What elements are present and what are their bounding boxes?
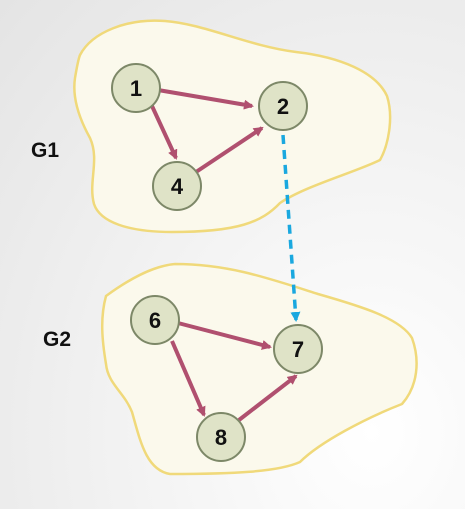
edge-1-to-2 (157, 88, 254, 110)
node-8: 8 (196, 412, 246, 462)
node-7: 7 (273, 324, 323, 374)
edge-4-to-2 (194, 126, 264, 174)
node-label-2: 2 (277, 94, 289, 119)
node-4: 4 (152, 161, 202, 211)
node-2: 2 (258, 81, 308, 131)
node-label-6: 6 (149, 308, 161, 333)
node-label-7: 7 (292, 337, 304, 362)
group-region-g2 (100, 262, 418, 476)
group-label-g1: G1 (31, 139, 59, 162)
edge-1-to-4 (150, 105, 178, 160)
edge-8-to-7 (237, 374, 298, 422)
node-1: 1 (111, 63, 161, 113)
edge-2-to-7-dashed (281, 134, 301, 322)
node-6: 6 (130, 295, 180, 345)
node-label-4: 4 (171, 174, 184, 199)
node-label-1: 1 (130, 76, 142, 101)
edge-6-to-7 (177, 321, 272, 350)
group-label-g2: G2 (43, 328, 71, 351)
group-region-g1 (73, 19, 392, 234)
edge-6-to-8 (170, 340, 206, 417)
node-label-8: 8 (215, 425, 227, 450)
